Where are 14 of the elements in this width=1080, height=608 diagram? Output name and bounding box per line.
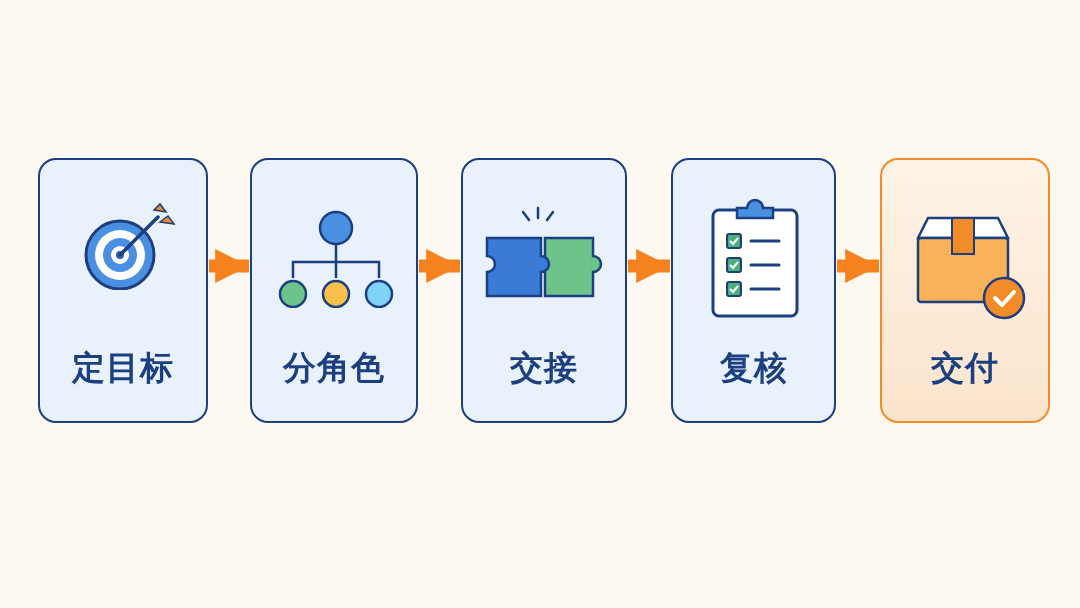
step-label: 定目标 xyxy=(72,348,174,387)
step-label: 复核 xyxy=(719,348,788,387)
step-label: 交接 xyxy=(510,348,578,387)
step-box xyxy=(250,158,418,423)
arrow xyxy=(628,249,670,283)
step-box xyxy=(461,158,627,423)
arrow xyxy=(837,249,879,283)
arrow xyxy=(419,249,460,283)
arrow xyxy=(209,249,249,283)
step-box xyxy=(671,158,836,423)
step-box xyxy=(38,158,208,423)
step-label: 交付 xyxy=(931,348,999,387)
step-box xyxy=(880,158,1050,423)
step-label: 分角色 xyxy=(283,348,385,387)
